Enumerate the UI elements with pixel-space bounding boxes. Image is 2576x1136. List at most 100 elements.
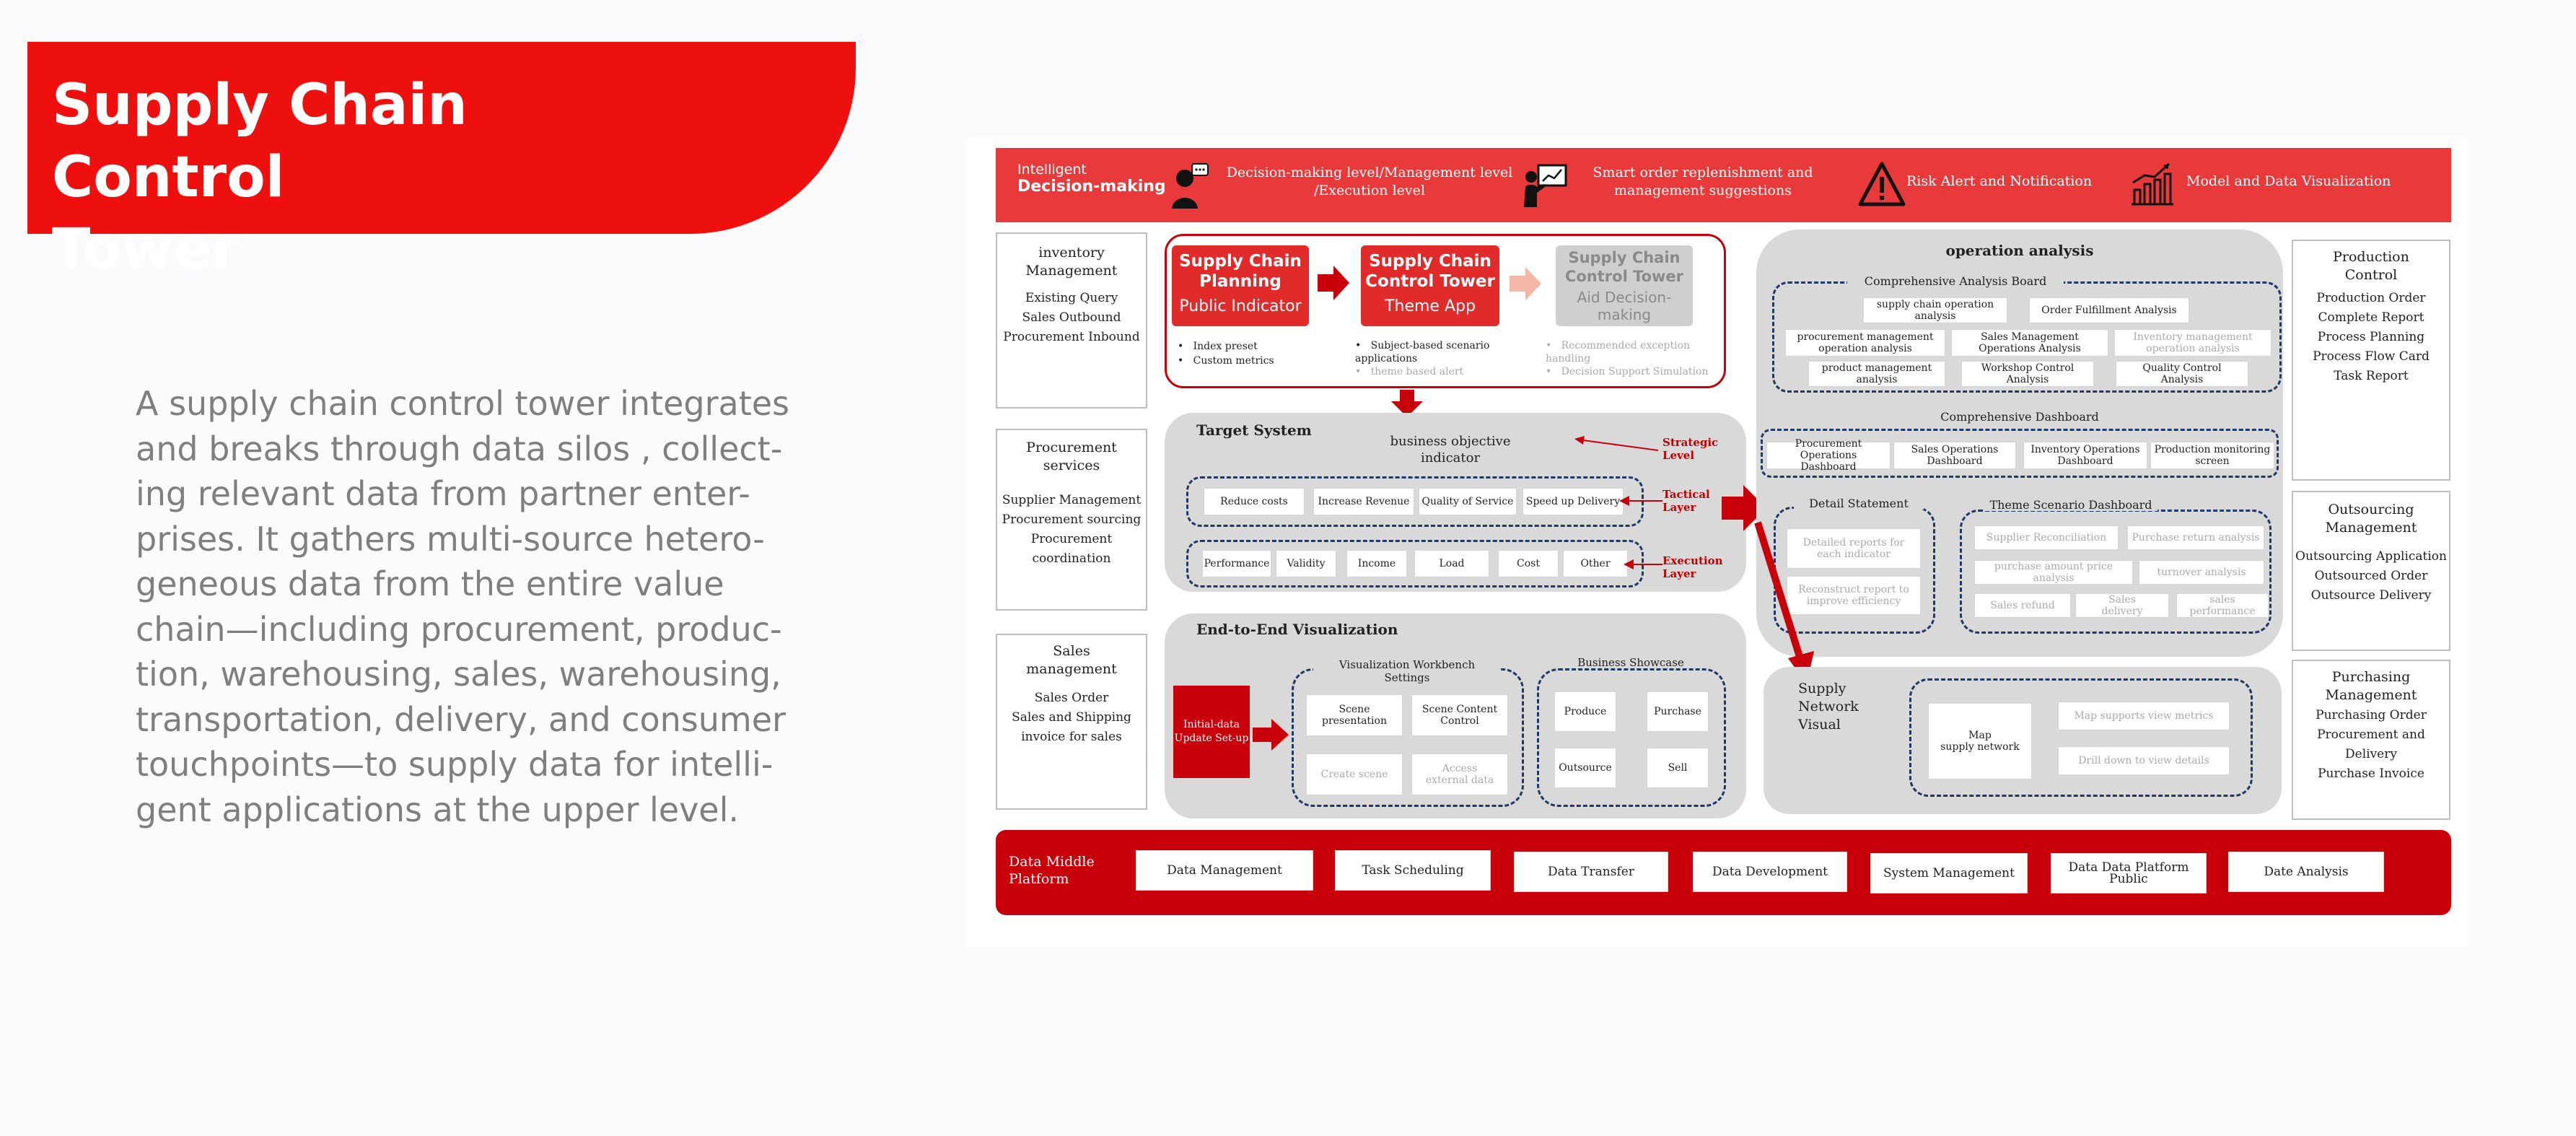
showcase-title: Business Showcase xyxy=(1566,657,1696,668)
theme-item: Sales refund xyxy=(1974,593,2071,618)
layer-line: Execution xyxy=(1662,554,1723,567)
item-line: operation analysis xyxy=(2146,343,2240,354)
list-item: Outsourced Order xyxy=(2314,569,2428,583)
item-line: Scene xyxy=(1339,704,1370,715)
item-line: Analysis xyxy=(2006,374,2049,385)
network-title-line: Network xyxy=(1798,699,1859,715)
bullet-text: Index preset xyxy=(1193,341,1258,352)
block-title: Supply Chain Planning xyxy=(1172,251,1309,292)
target-system-title: Target System xyxy=(1196,421,1312,439)
bullet-text: Custom metrics xyxy=(1193,355,1274,367)
block-title-line: Supply Chain xyxy=(1568,249,1681,266)
box-items: Production Order Complete Report Process… xyxy=(2293,289,2449,386)
bullet-item: • Subject-based scenario applications xyxy=(1355,340,1490,364)
execution-item: Validity xyxy=(1276,550,1336,577)
list-item: Purchasing Order xyxy=(2316,708,2427,722)
showcase-item: Sell xyxy=(1647,748,1709,788)
box-title-line: Procurement xyxy=(1026,440,1117,455)
list-item: Process Flow Card xyxy=(2313,349,2430,364)
execution-item: Load xyxy=(1414,550,1489,577)
theme-item: purchase amount price analysis xyxy=(1974,560,2133,585)
execution-item: Other xyxy=(1563,550,1628,577)
platform-label-line: Data Middle xyxy=(1009,854,1095,870)
item-line: Sales xyxy=(2108,594,2136,606)
description-line: A supply chain control tower integrates xyxy=(136,384,790,423)
arrow-right-faded-icon xyxy=(1510,267,1541,300)
item-line: Access xyxy=(1442,763,1478,774)
objective-line: business objective xyxy=(1390,434,1511,449)
chart-icon xyxy=(2132,162,2173,206)
inventory-management-box: inventory Management Existing Query Sale… xyxy=(996,232,1147,408)
step3-bullets: • Recommended exception handling • Decis… xyxy=(1546,339,1725,378)
block-title-line: Supply Chain xyxy=(1369,252,1491,271)
arrow-down-icon xyxy=(1391,390,1423,417)
box-title-line: management xyxy=(1026,661,1117,677)
list-item: Supplier Management xyxy=(1002,493,1142,507)
item-line: Operations Analysis xyxy=(1979,343,2081,354)
execution-arrow-icon xyxy=(1624,559,1662,569)
list-item: Existing Query xyxy=(1025,291,1118,305)
box-title: inventory Management xyxy=(997,244,1146,280)
layer-line: Strategic xyxy=(1662,436,1719,449)
theme-item: turnover analysis xyxy=(2139,560,2264,585)
list-item: Process Planning xyxy=(2317,330,2425,344)
platform-item: Date Analysis xyxy=(2228,852,2384,892)
list-item: invoice for sales xyxy=(1021,730,1122,744)
list-item: Procurement coordination xyxy=(1030,532,1113,566)
box-items: Sales Order Sales and Shipping invoice f… xyxy=(997,689,1146,747)
layer-line: Layer xyxy=(1662,501,1696,514)
showcase-item: Outsource xyxy=(1554,748,1616,788)
initial-line: Initial-data xyxy=(1183,719,1240,730)
step1-bullets: • Index preset • Custom metrics xyxy=(1178,339,1307,368)
item-line: Production monitoring xyxy=(2154,444,2271,455)
description-line: prises. It gathers multi-source hetero- xyxy=(136,519,765,559)
execution-item: Cost xyxy=(1498,550,1559,577)
item-line: Sales Operations xyxy=(1911,444,1999,455)
bullet-item: • Recommended exception handling xyxy=(1546,340,1691,364)
box-title: Sales management xyxy=(997,642,1146,678)
execution-layer-label: Execution Layer xyxy=(1662,554,1723,580)
bullet-text: Recommended exception handling xyxy=(1546,340,1691,364)
description-line: ing relevant data from partner enter- xyxy=(136,474,750,513)
block-title-line: Control Tower xyxy=(1564,268,1684,285)
operation-title: operation analysis xyxy=(1945,242,2094,259)
item-line: Order Fulfillment Analysis xyxy=(2041,305,2177,316)
showcase-dash-group xyxy=(1537,668,1726,807)
initial-data-block: Initial-data Update Set-up xyxy=(1173,686,1250,778)
risk-alert-text: Risk Alert and Notification xyxy=(1906,173,2093,189)
box-title-line: Purchasing xyxy=(2331,669,2411,685)
item-line: Inventory management xyxy=(2133,331,2253,343)
bullet-text: Subject-based scenario applications xyxy=(1355,340,1490,364)
box-items: Existing Query Sales Outbound Procuremen… xyxy=(997,289,1146,347)
item-line: analysis xyxy=(1856,374,1898,385)
platform-item: Task Scheduling xyxy=(1335,850,1491,891)
layer-line: Level xyxy=(1662,449,1695,462)
item-line: Detailed reports for xyxy=(1802,537,1905,549)
block-subtitle-line: Aid Decision- xyxy=(1577,289,1672,306)
box-items: Supplier Management Procurement sourcing… xyxy=(997,491,1146,569)
presenter-icon xyxy=(1524,164,1567,207)
supply-network-title: Supply Network Visual xyxy=(1798,680,1859,734)
description-line: geneous data from the entire value xyxy=(136,564,724,603)
workbench-item: Create scene xyxy=(1306,753,1403,795)
network-dash-group xyxy=(1909,678,2253,797)
item-line: Dashboard xyxy=(1800,461,1857,473)
item-line: Inventory Operations xyxy=(2030,444,2140,455)
description-line: transportation, delivery, and consumer xyxy=(136,699,786,739)
item-line: analysis xyxy=(1914,310,1956,322)
item-line: Quality Control xyxy=(2142,362,2222,374)
item-line: Map xyxy=(1968,730,1992,741)
item-line: Create scene xyxy=(1320,769,1388,780)
list-item: Complete Report xyxy=(2318,310,2424,325)
theme-scenario-title: Theme Scenario Dashboard xyxy=(1984,499,2157,511)
